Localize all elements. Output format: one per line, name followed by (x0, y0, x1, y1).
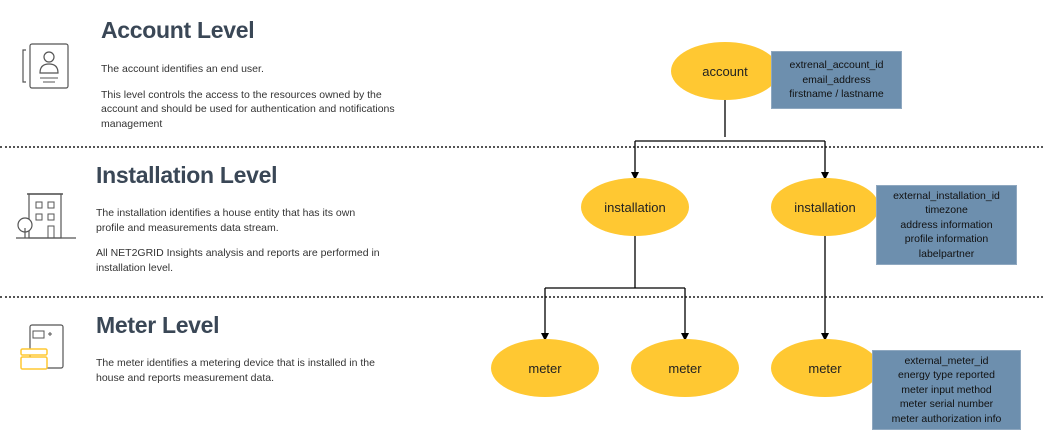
installation-attribute: external_installation_id (893, 189, 1000, 202)
installation-attributes-box: external_installation_id timezone addres… (876, 185, 1017, 265)
level-divider-1 (0, 146, 1043, 148)
installation-desc-line-2: All NET2GRID Insights analysis and repor… (96, 247, 380, 274)
account-attributes-box: extrenal_account_id email_address firstn… (771, 51, 902, 109)
installation-node-1: installation (581, 178, 689, 236)
account-level-title: Account Level (101, 17, 255, 43)
account-desc-line-2: This level controls the access to the re… (101, 88, 395, 130)
edge-account-to-installations (635, 99, 825, 142)
account-level-description: The account identifies an end user. This… (101, 62, 401, 142)
meter-attribute: meter serial number (899, 398, 994, 411)
account-attribute: firstname / lastname (789, 88, 884, 101)
meter-device-icon (20, 324, 64, 370)
meter-attribute: meter authorization info (891, 412, 1002, 425)
building-icon (16, 193, 76, 239)
meter-node-3: meter (771, 339, 879, 397)
account-node: account (671, 42, 779, 100)
installation-desc-line-1: The installation identifies a house enti… (96, 207, 356, 234)
edge-installation-1-to-meters (545, 236, 685, 289)
installation-level-title: Installation Level (96, 162, 278, 188)
installation-attribute: profile information (904, 233, 989, 246)
account-desc-line-1: The account identifies an end user. (101, 63, 264, 75)
meter-desc-line-1: The meter identifies a metering device t… (96, 357, 375, 384)
account-attribute: email_address (802, 73, 871, 86)
account-attribute: extrenal_account_id (789, 59, 884, 72)
level-divider-2 (0, 296, 1043, 298)
installation-attribute: timezone (925, 204, 968, 217)
meter-attribute: external_meter_id (904, 354, 989, 367)
installation-level-description: The installation identifies a house enti… (96, 206, 381, 286)
meter-attribute: energy type reported (898, 369, 995, 382)
meter-node-2: meter (631, 339, 739, 397)
meter-attribute: meter input method (901, 383, 992, 396)
installation-attribute: address information (900, 218, 993, 231)
meter-node-1: meter (491, 339, 599, 397)
installation-node-2: installation (771, 178, 879, 236)
account-card-icon (22, 43, 69, 89)
installation-attribute: labelpartner (918, 247, 975, 260)
meter-level-description: The meter identifies a metering device t… (96, 356, 381, 396)
meter-level-title: Meter Level (96, 312, 220, 338)
meter-attributes-box: external_meter_id energy type reported m… (872, 350, 1021, 430)
